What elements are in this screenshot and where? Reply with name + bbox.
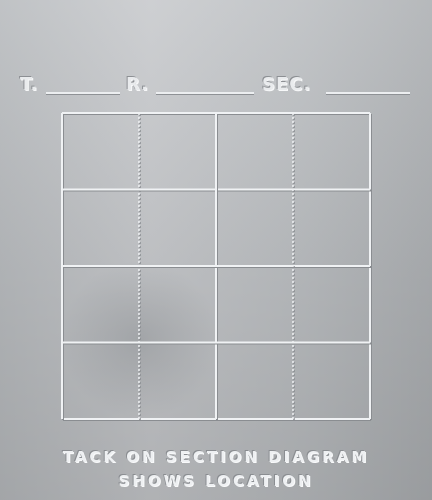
range-blank — [156, 92, 254, 94]
footer-line-1: TACK ON SECTION DIAGRAM — [62, 448, 370, 466]
grid-lines — [61, 112, 372, 421]
township-label: T. — [20, 74, 39, 95]
range-label: R. — [126, 74, 150, 95]
section-label: SEC. — [262, 74, 312, 95]
section-blank — [326, 92, 410, 94]
township-blank — [46, 92, 120, 94]
footer-line-2: SHOWS LOCATION — [118, 472, 314, 490]
